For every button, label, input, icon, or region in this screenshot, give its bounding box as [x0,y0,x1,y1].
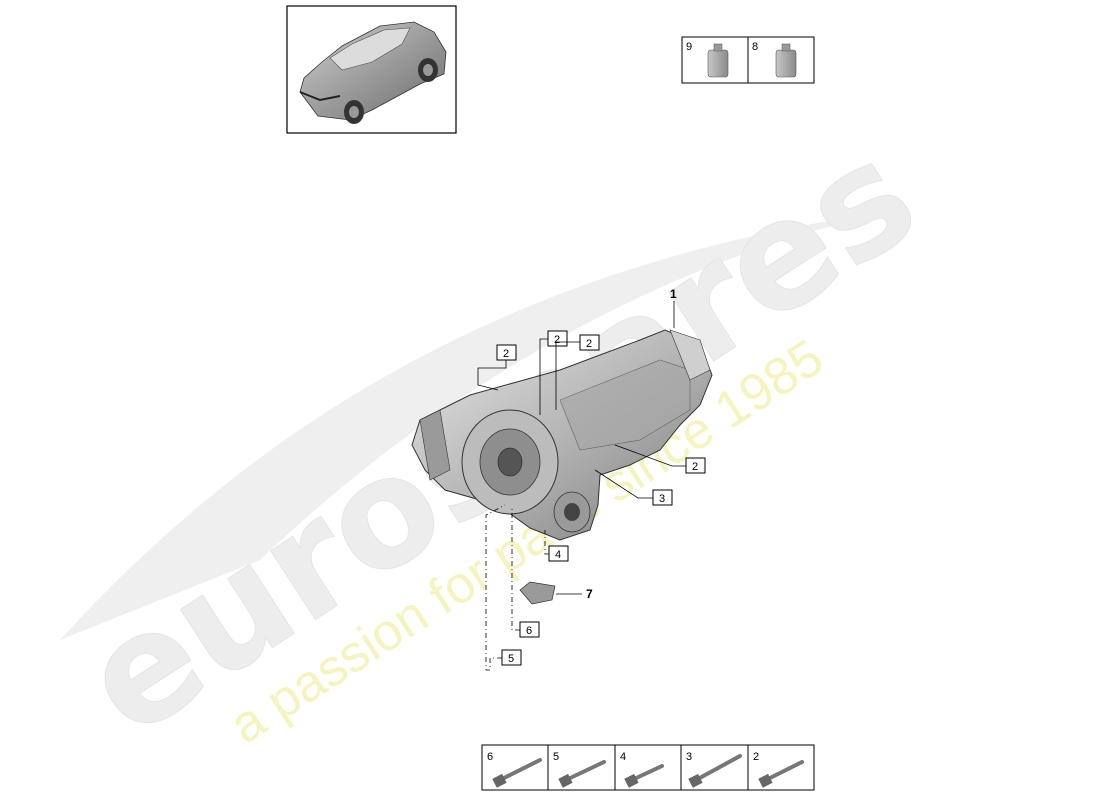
fluid-cell-label: 8 [752,41,758,53]
svg-text:6: 6 [526,625,532,637]
bolt-cell-label: 4 [620,751,626,763]
car-icon [299,21,447,124]
callout-3[interactable]: 3 [652,489,673,506]
svg-text:2: 2 [586,338,592,350]
bolt-icon[interactable] [492,758,542,788]
svg-text:3: 3 [659,493,665,505]
svg-text:4: 4 [555,549,561,561]
svg-text:2: 2 [692,461,698,473]
oil-bottle-icon[interactable] [775,43,797,78]
bolt-cell-label: 3 [686,751,692,763]
bolt-cell-label: 5 [553,751,559,763]
callout-6[interactable]: 6 [519,621,540,638]
bolts-table: 6 5 4 3 2 [481,744,815,791]
callout-7: 7 [586,587,593,601]
oil-bottle-icon[interactable] [707,43,729,78]
fluid-cell-label: 9 [686,41,692,53]
callout-4[interactable]: 4 [548,545,569,562]
bolt-icon[interactable] [624,764,664,788]
svg-text:2: 2 [554,334,560,346]
svg-text:2: 2 [503,348,509,360]
callout-5[interactable]: 5 [501,649,522,666]
callout-2[interactable]: 2 [496,344,517,361]
transmission-image[interactable] [411,329,713,541]
callouts: 1 2 2 2 2 3 [477,287,706,671]
callout-2[interactable]: 2 [685,457,706,474]
bracket-image[interactable] [519,581,556,605]
bolt-icon[interactable] [558,760,606,788]
svg-text:5: 5 [508,653,514,665]
bolt-cell-label: 6 [487,751,493,763]
vehicle-thumbnail [286,5,457,134]
bolt-icon[interactable] [688,754,742,788]
bolt-icon[interactable] [758,760,804,788]
bolt-cell-label: 2 [753,751,759,763]
callout-2[interactable]: 2 [579,334,600,351]
main-part-label: 1 [670,287,677,301]
callout-2[interactable]: 2 [547,330,568,347]
fluids-table: 9 8 [681,36,815,84]
